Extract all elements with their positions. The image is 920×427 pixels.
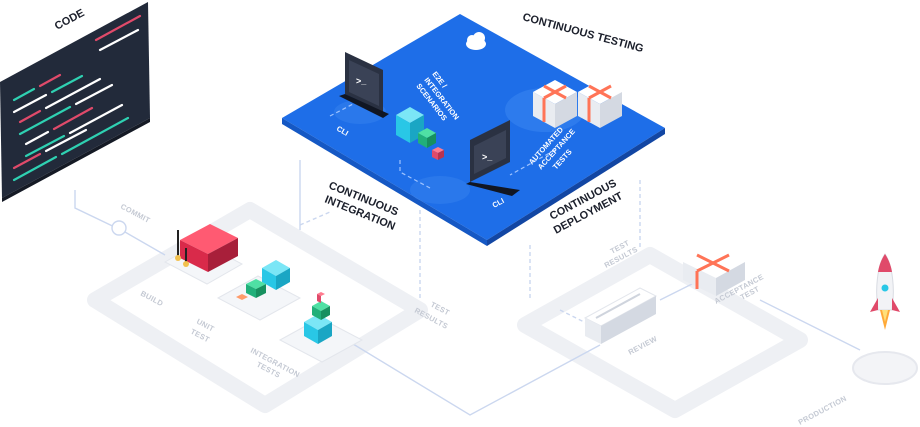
terminal-icon: >_	[482, 152, 493, 162]
rocket-icon	[870, 253, 900, 330]
unit-test-label: UNIT TEST	[189, 317, 216, 345]
integration-tests-tray	[278, 292, 364, 363]
review-server	[583, 287, 658, 344]
acceptance-test-box-right	[683, 246, 745, 296]
flow-lines	[74, 160, 861, 416]
terminal-icon: >_	[356, 76, 367, 86]
build-label: BUILD	[139, 289, 165, 309]
commit-label: COMMIT	[119, 202, 152, 225]
unit-test-tray	[216, 260, 302, 321]
continuous-testing-label: CONTINUOUS TESTING	[521, 11, 645, 55]
continuous-integration-label: CONTINUOUS INTEGRATION	[323, 180, 400, 233]
code-lines	[12, 14, 142, 182]
acceptance-test-boxes	[533, 80, 622, 128]
integration-tests-label: INTEGRATION TESTS	[249, 346, 301, 380]
review-label: REVIEW	[627, 334, 659, 357]
production-label: PRODUCTION	[797, 394, 848, 427]
code-label: CODE	[53, 7, 87, 33]
integration-cubes	[396, 107, 444, 160]
build-tray	[163, 224, 244, 285]
code-editor	[0, 2, 150, 202]
terminal-laptop-cli-2: >_	[466, 120, 520, 196]
terminal-laptop-cli-1: >_	[339, 52, 389, 118]
production-pad	[852, 351, 918, 385]
cloud-icon	[466, 32, 486, 50]
